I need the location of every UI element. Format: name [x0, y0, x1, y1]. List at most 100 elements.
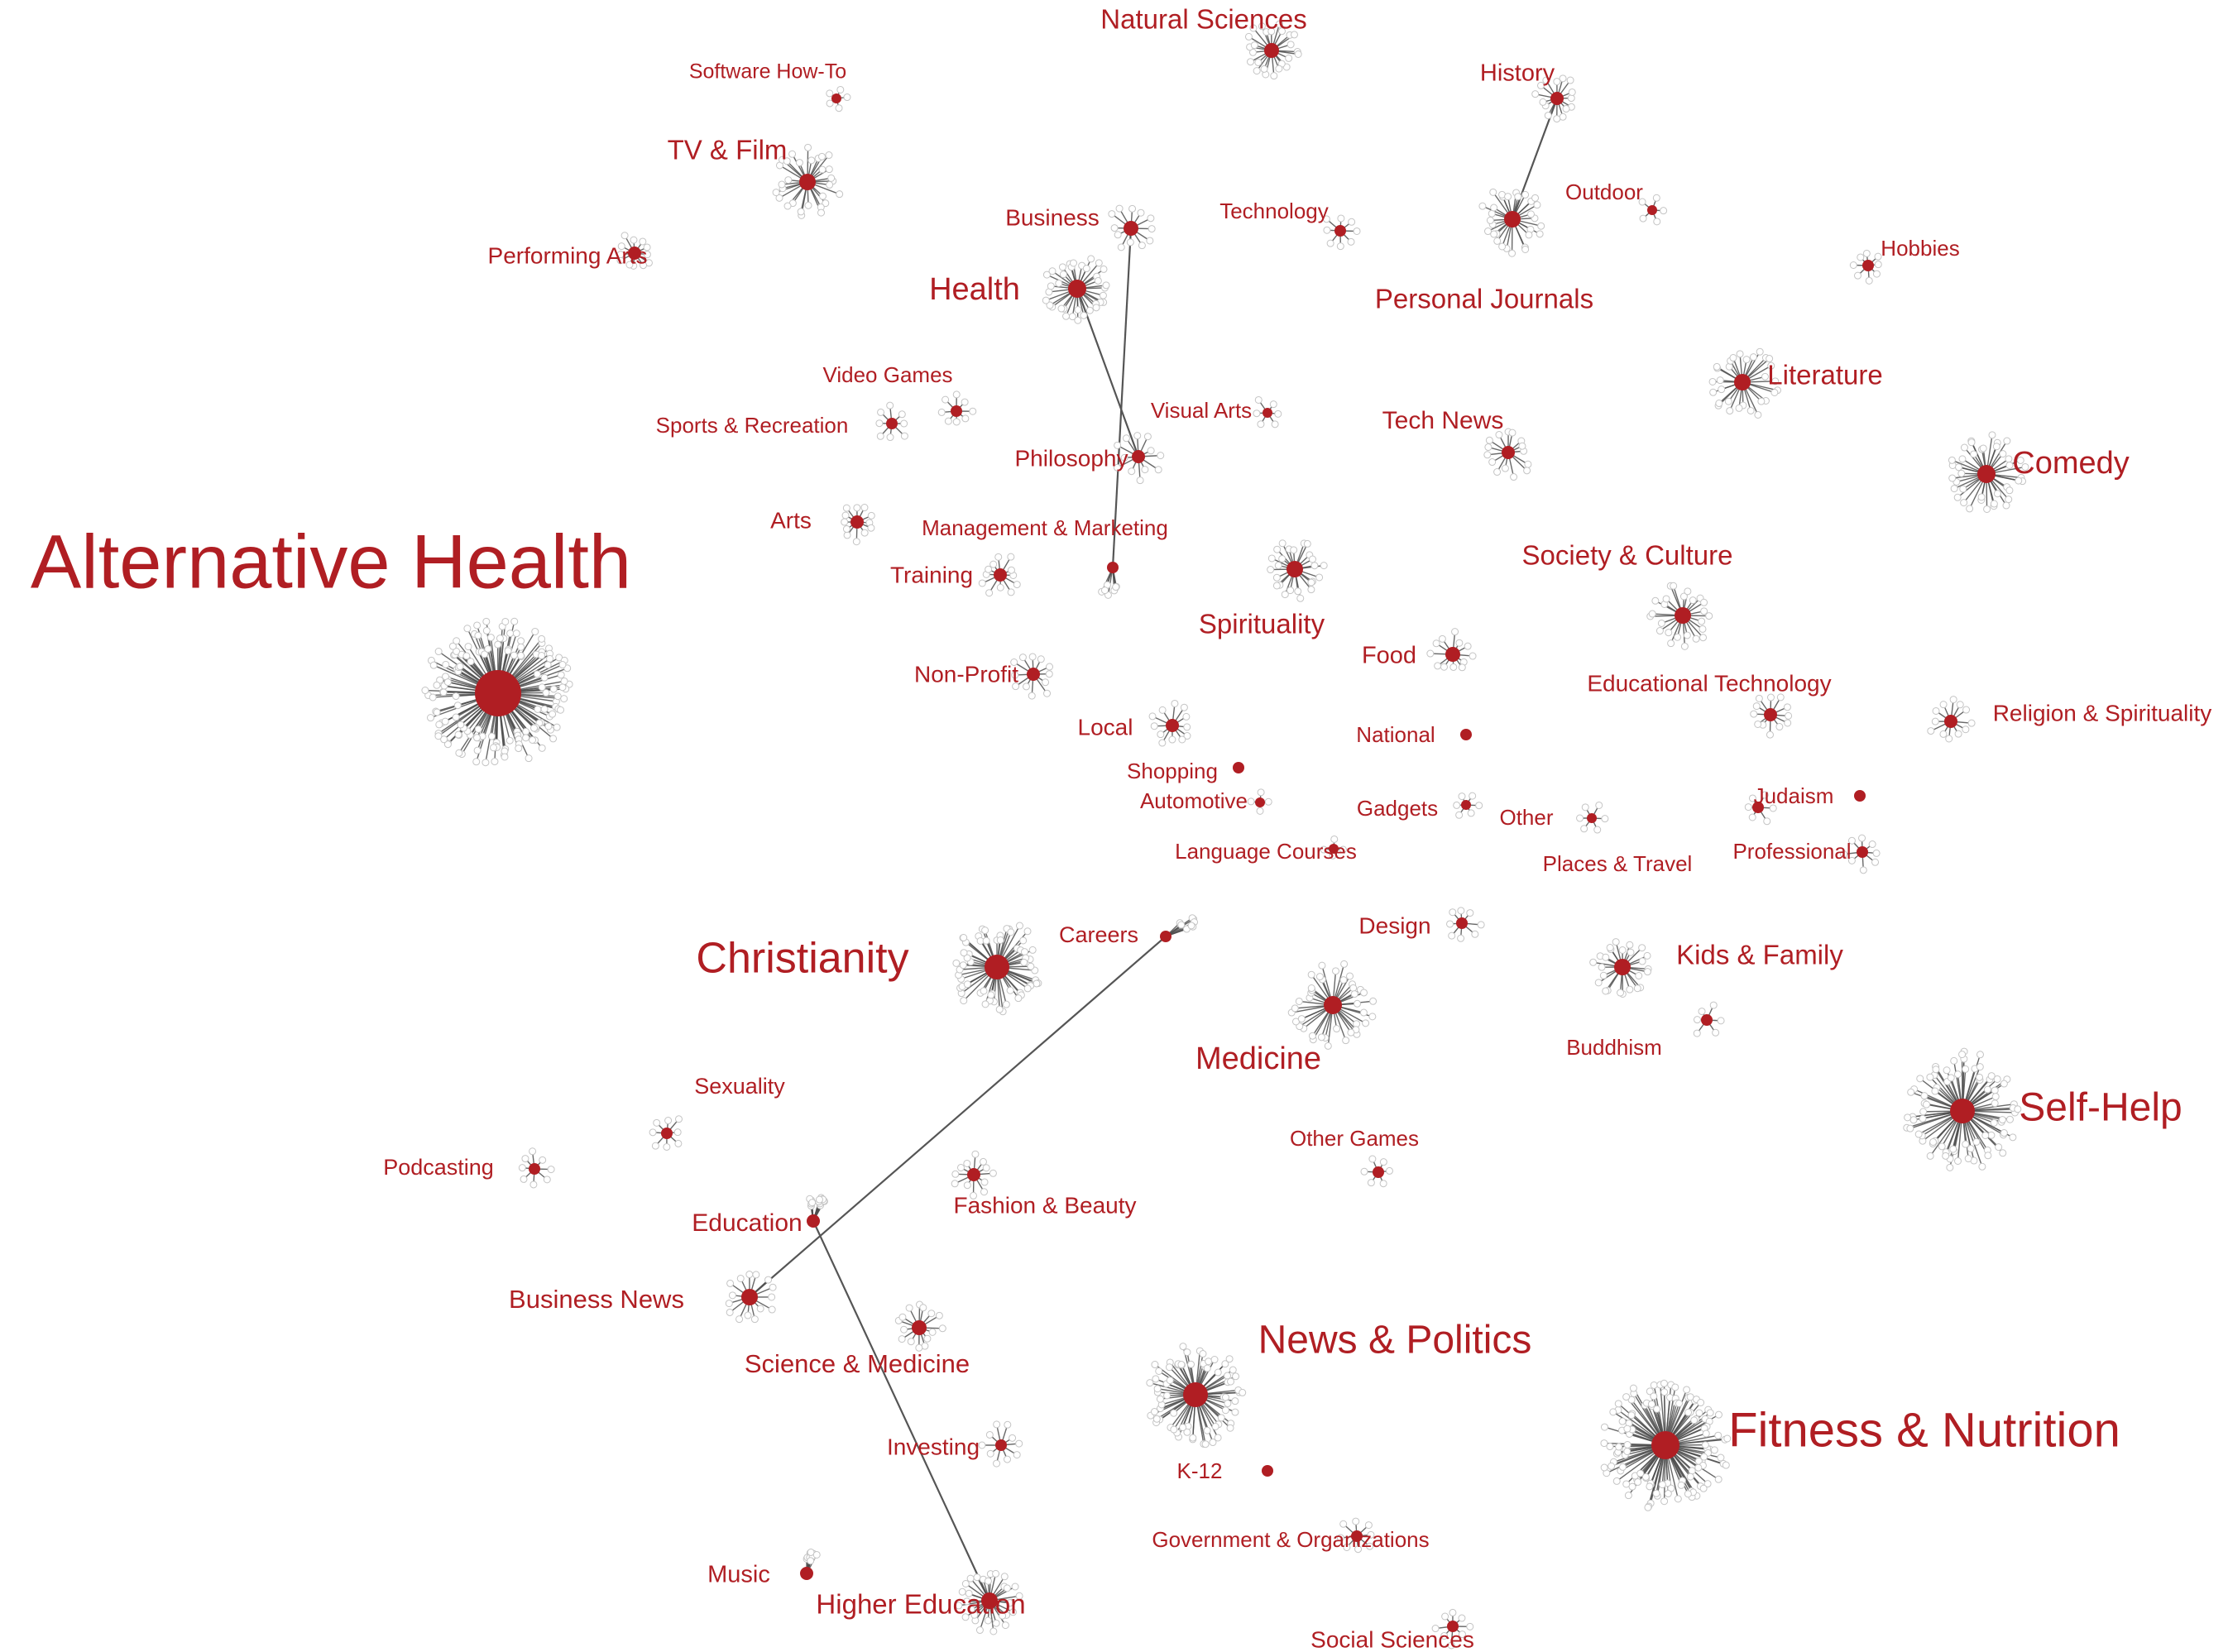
hub-shopping[interactable]	[1233, 762, 1244, 773]
hub-higher-education[interactable]	[981, 1592, 998, 1609]
hub-government-organizations[interactable]	[1351, 1530, 1363, 1542]
leaf-node	[942, 395, 950, 404]
leaf-node	[788, 150, 797, 158]
leaf-node	[1715, 400, 1723, 408]
leaf-node	[453, 702, 462, 710]
leaf-node	[1153, 1385, 1162, 1393]
leaf-node	[1960, 499, 1968, 507]
leaf-node	[1775, 723, 1784, 731]
hub-tech-news[interactable]	[1502, 446, 1515, 459]
hub-local[interactable]	[1166, 719, 1179, 732]
hub-software-how-to[interactable]	[831, 93, 841, 103]
hub-language-courses[interactable]	[1329, 844, 1339, 854]
leaf-node	[1874, 261, 1882, 269]
hub-personal-journals[interactable]	[1504, 211, 1521, 227]
leaf-node	[1349, 984, 1358, 992]
hub-comedy[interactable]	[1977, 465, 1996, 483]
hub-non-profit[interactable]	[1027, 668, 1040, 681]
hub-judaism[interactable]	[1752, 802, 1764, 813]
hub-fashion-beauty[interactable]	[967, 1168, 980, 1181]
label-visual-arts: Visual Arts	[1151, 398, 1252, 423]
leaf-node	[1706, 1409, 1714, 1417]
hub-health[interactable]	[1068, 280, 1086, 298]
label-business-news: Business News	[509, 1285, 684, 1314]
leaf-node	[1858, 834, 1866, 842]
hub-educational-technology[interactable]	[1764, 708, 1777, 721]
hub-kids-family[interactable]	[1614, 959, 1631, 975]
hub-music[interactable]	[800, 1567, 813, 1580]
leaf-node	[995, 1005, 1004, 1013]
hub-investing[interactable]	[995, 1439, 1007, 1451]
hub-social-sciences[interactable]	[1447, 1621, 1459, 1632]
hub-religion-spirituality[interactable]	[1944, 715, 1957, 728]
leaf-node	[1748, 794, 1756, 802]
hub-training[interactable]	[994, 568, 1007, 582]
leaf-node	[1713, 362, 1721, 371]
hub-news-politics[interactable]	[1183, 1382, 1208, 1407]
hub-k-12[interactable]	[1262, 1465, 1273, 1477]
hub-self-help[interactable]	[1950, 1099, 1975, 1123]
hub-outdoor[interactable]	[1647, 205, 1657, 215]
hub-management-marketing[interactable]	[1107, 562, 1119, 573]
hub-podcasting[interactable]	[529, 1163, 540, 1175]
hub-alternative-health[interactable]	[475, 670, 521, 716]
leaf-node	[1068, 313, 1076, 321]
hub-philosophy[interactable]	[1132, 450, 1145, 463]
hub-medicine[interactable]	[1324, 996, 1342, 1014]
hub-sexuality[interactable]	[661, 1128, 673, 1139]
hub-other-games[interactable]	[1373, 1166, 1384, 1178]
leaf-node	[1859, 866, 1867, 874]
hub-technology[interactable]	[1334, 225, 1346, 237]
hub-arts[interactable]	[850, 515, 864, 529]
leaf-node	[1501, 464, 1509, 472]
hub-history[interactable]	[1550, 92, 1564, 105]
hub-gadgets[interactable]	[1461, 800, 1471, 810]
hub-science-medicine[interactable]	[912, 1320, 927, 1335]
hub-video-games[interactable]	[951, 405, 962, 417]
hub-design[interactable]	[1456, 917, 1468, 929]
leaf-node	[1209, 1439, 1217, 1447]
leaf-node	[557, 706, 565, 714]
leaf-node	[1693, 1029, 1701, 1037]
label-k-12: K-12	[1177, 1458, 1223, 1483]
hub-business[interactable]	[1124, 221, 1138, 236]
hub-hobbies[interactable]	[1862, 260, 1874, 271]
leaf-node	[1871, 858, 1880, 866]
cluster-self-help	[1903, 1047, 2022, 1171]
hub-society-culture[interactable]	[1675, 607, 1691, 624]
hub-other[interactable]	[1587, 813, 1597, 823]
hub-fitness-nutrition[interactable]	[1651, 1431, 1679, 1459]
hub-professional[interactable]	[1857, 846, 1868, 858]
leaf-node	[1336, 242, 1344, 251]
hub-careers[interactable]	[1160, 931, 1171, 942]
hub-sports-recreation[interactable]	[886, 418, 898, 429]
leaf-node	[1865, 276, 1873, 285]
hub-automotive[interactable]	[1255, 797, 1265, 807]
hub-natural-sciences[interactable]	[1264, 43, 1279, 58]
hub-national[interactable]	[1460, 729, 1472, 740]
leaf-node	[1290, 31, 1298, 39]
leaf-node	[1684, 1408, 1693, 1416]
leaf-node	[549, 685, 558, 693]
leaf-node	[1970, 450, 1978, 458]
leaf-node	[1253, 67, 1261, 75]
leaf-node	[1108, 210, 1116, 218]
label-news-politics: News & Politics	[1258, 1319, 1532, 1362]
hub-buddhism[interactable]	[1701, 1014, 1713, 1026]
leaf-node	[553, 692, 562, 701]
hub-visual-arts[interactable]	[1263, 408, 1272, 418]
label-education: Education	[692, 1209, 802, 1237]
hub-literature[interactable]	[1734, 374, 1751, 390]
leaf-node	[2009, 1133, 2017, 1142]
cluster-music	[800, 1548, 821, 1580]
hub-tv-film[interactable]	[799, 174, 816, 190]
leaf-node	[522, 734, 530, 742]
hub-performing-arts[interactable]	[628, 247, 641, 260]
leaf-node	[518, 1164, 526, 1172]
hub-spirituality[interactable]	[1286, 561, 1303, 577]
hub-christianity[interactable]	[985, 955, 1009, 979]
hub-education[interactable]	[807, 1214, 820, 1228]
hub-business-news[interactable]	[741, 1289, 758, 1305]
hub-food[interactable]	[1445, 647, 1460, 662]
leaf-node	[1771, 377, 1780, 385]
